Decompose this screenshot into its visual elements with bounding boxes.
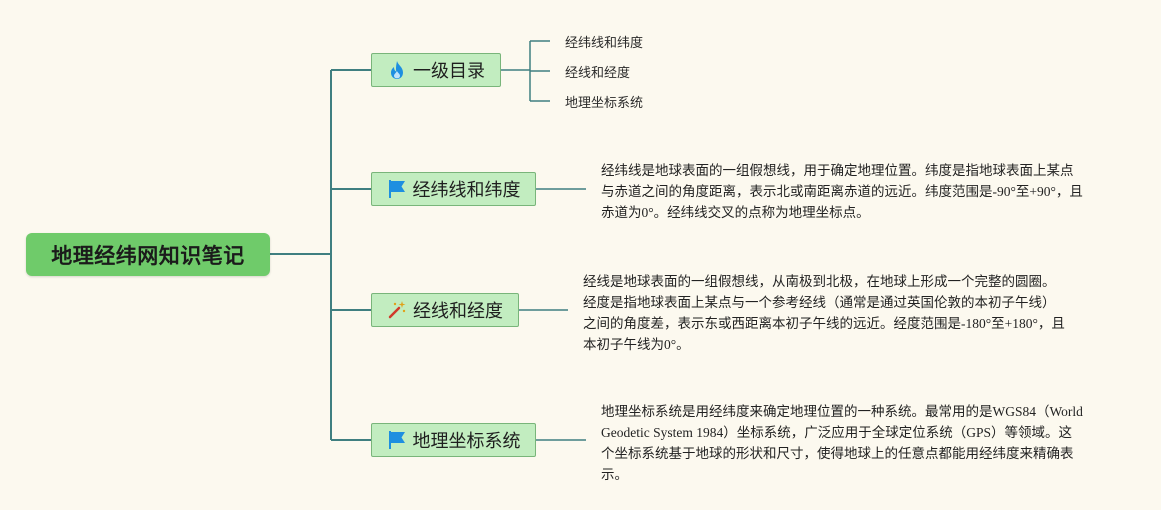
- branch-label: 经线和经度: [413, 301, 503, 322]
- fire-icon: [387, 60, 407, 80]
- root-title: 地理经纬网知识笔记: [51, 243, 245, 268]
- sub-topic-latitude-lines[interactable]: 经纬线和纬度: [565, 36, 644, 51]
- branch-topic-longitude[interactable]: 经线和经度: [371, 293, 519, 327]
- flag-icon: [387, 430, 407, 450]
- sub-topic-coordinate-system[interactable]: 地理坐标系统: [565, 96, 644, 111]
- branch-topic-coordinate-system[interactable]: 地理坐标系统: [371, 423, 536, 457]
- flag-icon: [387, 179, 407, 199]
- note-coordinate-system: 地理坐标系统是用经纬度来确定地理位置的一种系统。最常用的是WGS84（World…: [601, 404, 1083, 482]
- note-longitude: 经线是地球表面的一组假想线，从南极到北极，在地球上形成一个完整的圆圈。 经度是指…: [583, 274, 1065, 352]
- branch-label: 地理坐标系统: [412, 431, 521, 452]
- branch-topic-latitude[interactable]: 经纬线和纬度: [371, 172, 536, 206]
- branch-topic-catalog[interactable]: 一级目录: [371, 53, 501, 87]
- sub-topic-longitude-lines[interactable]: 经线和经度: [565, 66, 631, 81]
- note-latitude: 经纬线是地球表面的一组假想线，用于确定地理位置。纬度是指地球表面上某点 与赤道之…: [601, 163, 1083, 220]
- branch-label: 一级目录: [413, 61, 485, 82]
- branch-label: 经纬线和纬度: [412, 180, 521, 201]
- root-topic[interactable]: 地理经纬网知识笔记: [26, 233, 270, 276]
- magic-wand-icon: [387, 300, 407, 320]
